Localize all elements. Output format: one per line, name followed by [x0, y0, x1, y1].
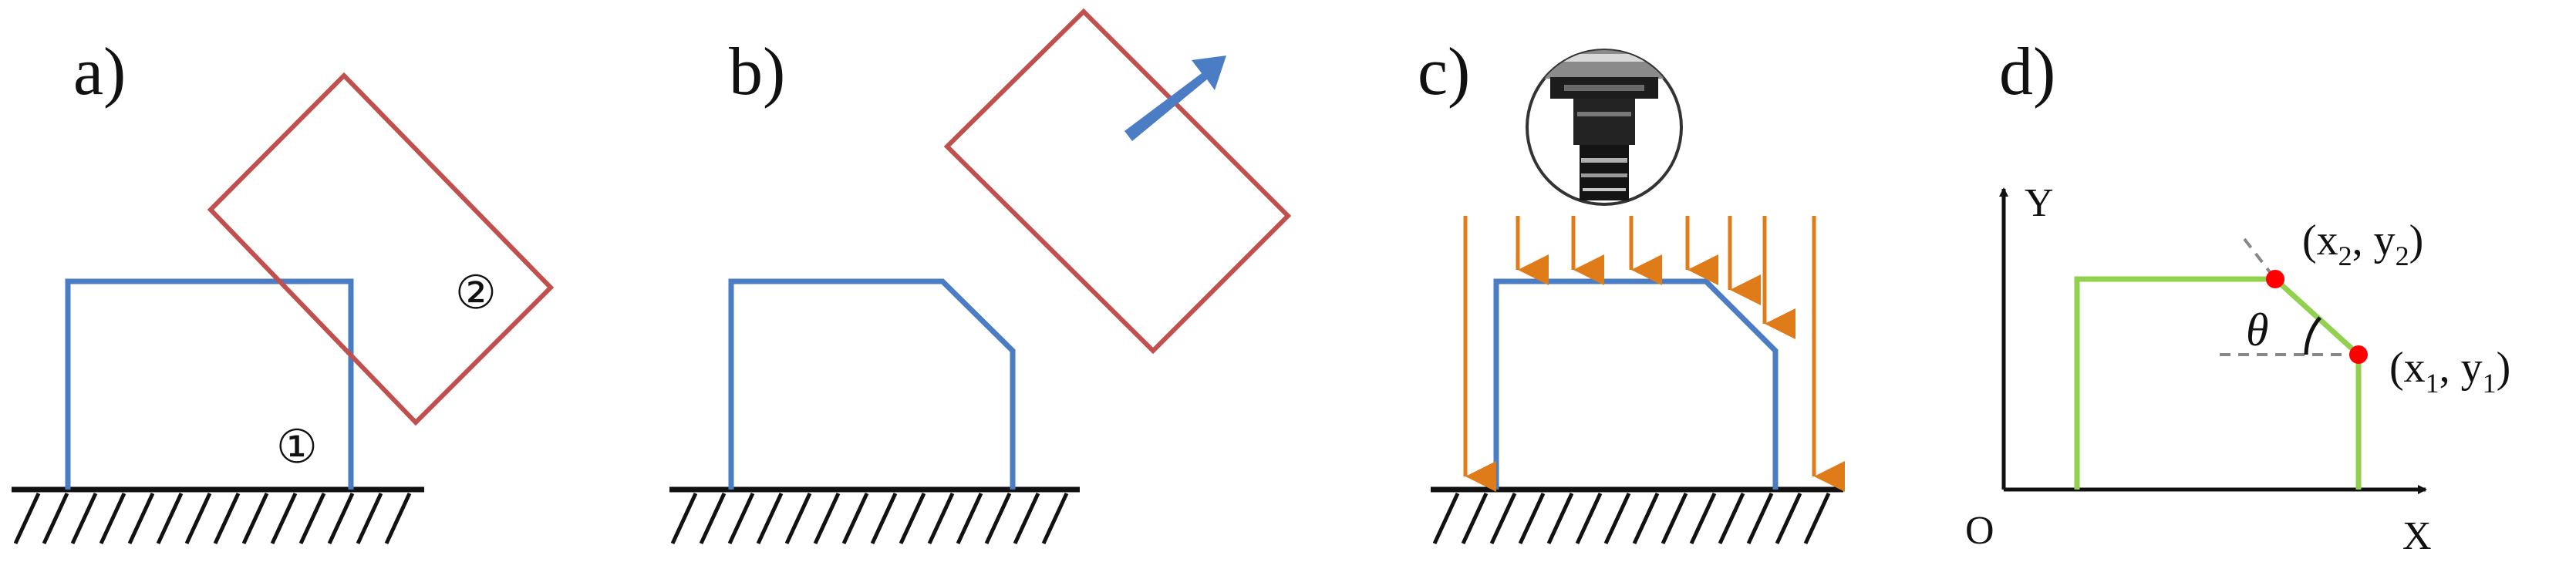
- axis-x-label: X: [2402, 514, 2432, 558]
- coordinate-axes: [1999, 187, 2427, 494]
- hatch-stroke: [670, 492, 698, 545]
- marker-1: ①: [276, 422, 318, 473]
- angle-arc: [2304, 316, 2321, 355]
- hatch-stroke: [327, 492, 355, 545]
- hatch-stroke: [241, 492, 269, 545]
- hatch-stroke: [99, 492, 126, 545]
- hatch-stroke: [1546, 492, 1574, 545]
- hatch-stroke: [1603, 492, 1631, 545]
- panel-c-label: c): [1418, 35, 1470, 109]
- hatch-stroke: [156, 492, 184, 545]
- point-2-label: (x2, y2): [2302, 217, 2423, 271]
- hatch-stroke: [1041, 492, 1069, 545]
- panel-b: b): [669, 8, 1292, 545]
- hatch-stroke: [13, 492, 41, 545]
- part-profile-chamfered: [1493, 278, 1779, 490]
- marker-2: ②: [455, 268, 497, 318]
- measured-profile: [2074, 276, 2362, 490]
- part-profile-chamfered: [728, 278, 1016, 490]
- move-arrow-icon: [1124, 56, 1226, 141]
- panel-a-label: a): [73, 35, 126, 109]
- hatch-stroke: [756, 492, 784, 545]
- hatch-stroke: [1661, 492, 1688, 545]
- hatch-stroke: [699, 492, 727, 545]
- hatch-stroke: [870, 492, 898, 545]
- camera-lens-icon: [1526, 49, 1683, 206]
- hatch-stroke: [270, 492, 298, 545]
- hatch-stroke: [356, 492, 383, 545]
- panel-d: d) Y X O θ (x2, y2) (x1, y1): [1965, 35, 2510, 558]
- hatch-stroke: [1803, 492, 1831, 545]
- origin-label: O: [1965, 509, 1994, 553]
- gripper-rectangle: [943, 8, 1292, 355]
- ground-hatch: [669, 486, 1080, 545]
- hatch-stroke: [298, 492, 326, 545]
- hatch-stroke: [127, 492, 155, 545]
- hatch-stroke: [1718, 492, 1745, 545]
- hatch-stroke: [1575, 492, 1603, 545]
- hatch-stroke: [1518, 492, 1546, 545]
- ground-hatch: [12, 486, 424, 545]
- hatch-stroke: [42, 492, 69, 545]
- hatch-stroke: [1632, 492, 1660, 545]
- hatch-stroke: [984, 492, 1012, 545]
- hatch-stroke: [1746, 492, 1774, 545]
- ground-hatch: [1431, 486, 1843, 545]
- point-x1-y1: [2349, 345, 2368, 364]
- hatch-stroke: [1432, 492, 1460, 545]
- hatch-stroke: [1013, 492, 1040, 545]
- hatch-stroke: [70, 492, 98, 545]
- hatch-stroke: [727, 492, 755, 545]
- hatch-stroke: [956, 492, 983, 545]
- axis-y-label: Y: [2025, 181, 2054, 225]
- hatch-stroke: [384, 492, 412, 545]
- point-1-label: (x1, y1): [2389, 344, 2510, 399]
- panel-b-label: b): [729, 35, 785, 109]
- hatch-stroke: [899, 492, 926, 545]
- hatch-stroke: [1689, 492, 1717, 545]
- hatch-stroke: [927, 492, 955, 545]
- hatch-stroke: [184, 492, 212, 545]
- panel-a: a) ① ②: [12, 35, 555, 545]
- hatch-stroke: [841, 492, 869, 545]
- hatch-stroke: [1775, 492, 1802, 545]
- hatch-stroke: [1461, 492, 1489, 545]
- hatch-stroke: [213, 492, 241, 545]
- hatch-stroke: [784, 492, 812, 545]
- gripper-rectangle: [207, 72, 555, 426]
- angle-theta-label: θ: [2246, 305, 2268, 355]
- part-profile: [65, 278, 354, 490]
- panel-d-label: d): [1999, 35, 2055, 109]
- light-rays: [1463, 216, 1845, 492]
- hatch-stroke: [813, 492, 841, 545]
- panel-c: c): [1418, 35, 1845, 545]
- point-x2-y2: [2266, 270, 2284, 288]
- hatch-stroke: [1489, 492, 1517, 545]
